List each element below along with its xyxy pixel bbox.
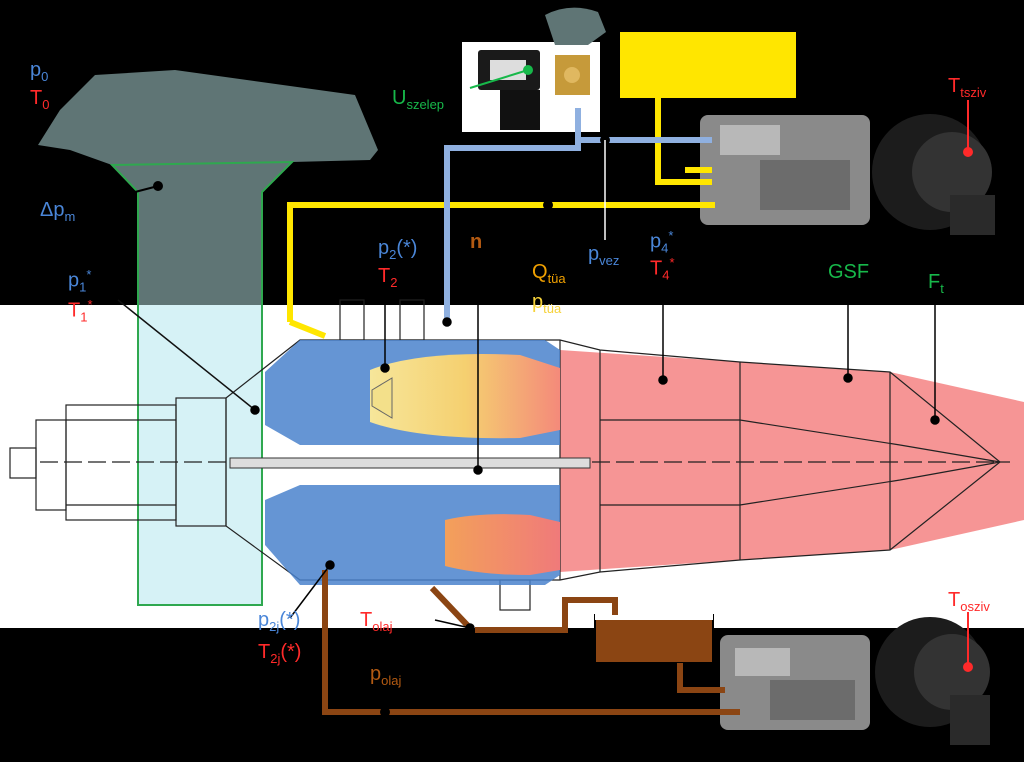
label-dpm: Δpm [40,199,76,224]
label-p2: p2(*) [378,237,418,262]
label-p2j: p2j(*) [258,609,301,634]
label-T4: T4* [650,255,675,283]
label-T0: T0 [30,87,50,112]
valve-cap [545,7,606,45]
label-T2: T2 [378,265,398,290]
label-Tosziv: Tosziv [948,589,990,614]
intake-duct-lower [138,305,262,605]
fuel-lines [287,98,715,339]
label-GSF: GSF [828,261,870,283]
leader-lines [117,255,940,633]
label-T1: T1* [68,297,93,325]
label-p4: p4* [650,228,674,256]
label-polaj: polaj [370,663,402,688]
label-n: n [470,231,483,253]
fuel-nozzle-icon [371,377,393,419]
hot-gas-plume [560,350,1024,572]
label-Ft: Ft [928,271,944,296]
shaft [229,457,591,469]
label-Ttsziv: Ttsziv [948,75,987,100]
label-ptua: ptüa [532,291,562,316]
label-Tolaj: Tolaj [360,609,393,634]
label-Qtua: Qtüa [532,261,566,286]
label-Uszelep: Uszelep [392,87,445,112]
combustion-chamber-lower [445,514,560,575]
fuel-pump-icon [700,114,995,235]
oil-tank-box [594,614,714,664]
oil-pump-icon [720,617,990,745]
label-p0: p0 [30,59,49,84]
combustion-chamber-upper [370,354,560,439]
oil-lines [322,570,740,715]
temp-probe-leaders [963,100,973,672]
label-pvez: pvez [588,243,620,268]
fuel-tank-box [620,32,796,98]
label-p1: p1* [68,267,92,295]
oil-tank-top [595,612,713,620]
uszelep-leader [469,65,533,89]
label-T2j: T2j(*) [258,641,302,666]
